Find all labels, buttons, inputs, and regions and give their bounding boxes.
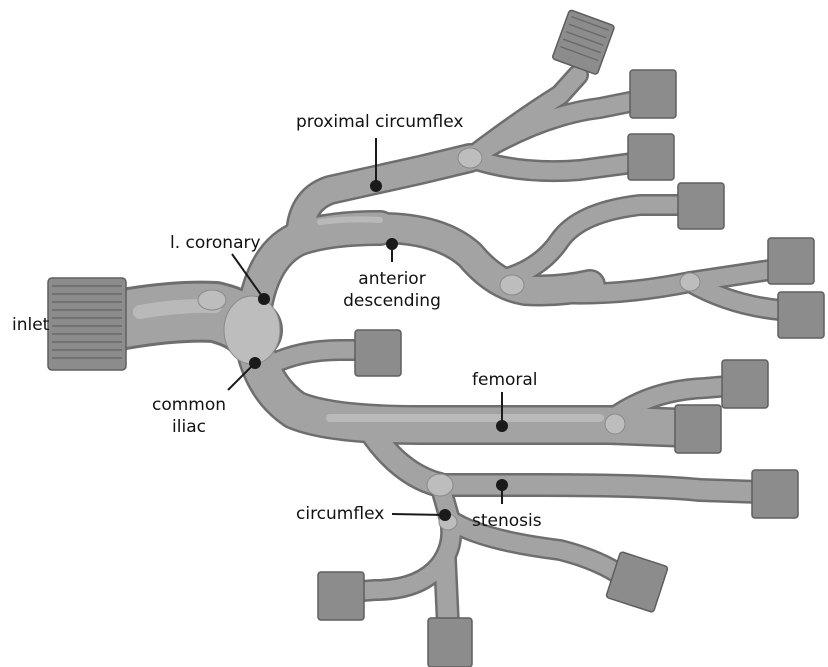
- circumflex-label: circumflex: [296, 503, 384, 525]
- inlet-label: inlet: [12, 314, 49, 336]
- femoral-marker: [496, 420, 508, 432]
- proximal-circumflex-label: proximal circumflex: [296, 111, 463, 133]
- anterior-descending-marker: [386, 238, 398, 250]
- l-coronary-label: l. coronary: [170, 232, 261, 254]
- stenosis-vessel: [440, 485, 760, 492]
- femoral-label: femoral: [472, 369, 538, 391]
- common-iliac-label-line2: iliac: [146, 416, 232, 438]
- circumflex-leader: [392, 514, 445, 515]
- stenosis-label: stenosis: [472, 510, 542, 532]
- anterior-descending-label-line2: descending: [337, 290, 447, 312]
- common-iliac-label-line1: common: [146, 394, 232, 416]
- circumflex-vessel: [350, 485, 451, 592]
- inlet-connector: [48, 278, 126, 370]
- stenosis-marker: [496, 479, 508, 491]
- common-iliac-marker: [249, 357, 261, 369]
- circumflex-marker: [439, 509, 451, 521]
- proximal-circumflex-marker: [370, 180, 382, 192]
- common-iliac-label: common iliac: [146, 394, 232, 438]
- anterior-descending-label-line1: anterior: [337, 268, 447, 290]
- vessel-tree: [118, 75, 780, 625]
- l-coronary-marker: [258, 293, 270, 305]
- anterior-descending-label: anterior descending: [337, 268, 447, 312]
